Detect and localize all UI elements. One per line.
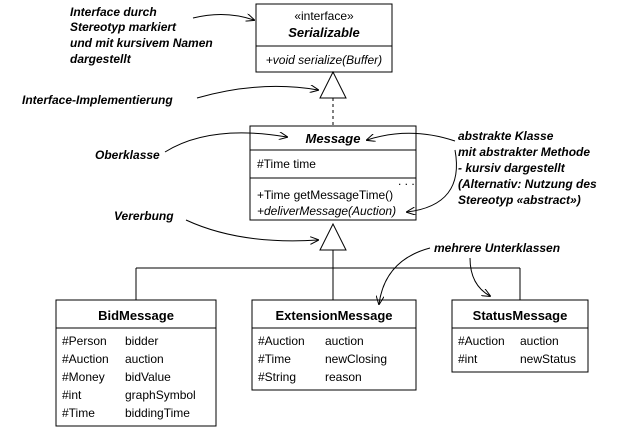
extension-message-attribute-type: #Time: [258, 352, 291, 366]
bid-message-attribute-type: #Person: [62, 334, 107, 348]
inheritance-note-arrow: [185, 219, 318, 241]
interface-note-line-3: und mit kursivem Namen: [70, 36, 213, 50]
serializable-interface-box: «interface» Serializable +void serialize…: [255, 3, 393, 73]
subclasses-note-arrow-status: [469, 257, 490, 296]
inheritance-note-text: Vererbung: [114, 209, 174, 223]
subclasses-note-arrow-extension: [379, 247, 431, 304]
status-message-class-box: StatusMessage #Auction auction #int newStat…: [451, 299, 589, 373]
abstract-note-arrow-method: [407, 149, 457, 212]
abstract-note-line-2: mit abstrakter Methode: [458, 145, 590, 159]
bid-message-attribute-name: bidValue: [125, 370, 171, 384]
abstract-note: abstrakte Klasse mit abstrakter Methode …: [367, 129, 597, 212]
interface-stereotype: «interface»: [294, 9, 354, 23]
message-attribute: #Time time: [257, 157, 316, 171]
interface-note-line-2: Stereotyp markiert: [70, 20, 177, 34]
message-ellipsis: . . .: [398, 174, 415, 188]
status-message-name: StatusMessage: [473, 308, 568, 323]
superclass-note-text: Oberklasse: [95, 148, 160, 162]
abstract-note-arrow-name: [367, 132, 456, 141]
interface-note: Interface durch Stereotyp markiert und m…: [70, 5, 254, 66]
abstract-note-line-5: Stereotyp «abstract»): [458, 193, 581, 207]
subclasses-note: mehrere Unterklassen: [379, 241, 560, 304]
superclass-note-arrow: [164, 133, 287, 153]
status-message-attribute-name: newStatus: [520, 352, 576, 366]
extension-message-attribute-name: auction: [325, 334, 364, 348]
implementation-note-text: Interface-Implementierung: [22, 93, 173, 107]
bid-message-class-box: BidMessage #Person bidder #Auction auction #…: [55, 299, 217, 427]
message-class-box: Message #Time time . . . +Time getMessag…: [249, 125, 417, 221]
inheritance-note: Vererbung: [114, 209, 318, 241]
extension-message-attribute-type: #Auction: [258, 334, 305, 348]
bid-message-attribute-type: #Auction: [62, 352, 109, 366]
implementation-note-arrow: [196, 86, 318, 99]
status-message-attribute-type: #int: [458, 352, 478, 366]
bid-message-name: BidMessage: [98, 308, 174, 323]
bid-message-attribute-type: #int: [62, 388, 82, 402]
abstract-note-line-4: (Alternativ: Nutzung des: [458, 177, 597, 191]
deliver-message-method: +deliverMessage(Auction): [257, 204, 396, 218]
abstract-note-line-3: - kursiv dargestellt: [458, 161, 566, 175]
extension-message-attribute-name: newClosing: [325, 352, 387, 366]
bid-message-attribute-name: bidder: [125, 334, 158, 348]
bid-message-attribute-type: #Money: [62, 370, 105, 384]
interface-note-line-1: Interface durch: [70, 5, 157, 19]
bid-message-attribute-name: auction: [125, 352, 164, 366]
superclass-note: Oberklasse: [95, 133, 287, 162]
bid-message-attribute-name: biddingTime: [125, 406, 190, 420]
realization-triangle: [319, 70, 347, 99]
extension-message-attribute-type: #String: [258, 370, 296, 384]
subclasses-note-text: mehrere Unterklassen: [434, 241, 560, 255]
extension-message-attribute-name: reason: [325, 370, 362, 384]
bid-message-attribute-type: #Time: [62, 406, 95, 420]
generalization-triangle: [319, 222, 347, 251]
interface-note-arrow: [192, 14, 254, 20]
status-message-attribute-name: auction: [520, 334, 559, 348]
interface-note-line-4: dargestellt: [70, 52, 132, 66]
serializable-name: Serializable: [288, 25, 360, 40]
abstract-note-line-1: abstrakte Klasse: [458, 129, 554, 143]
extension-message-name: ExtensionMessage: [275, 308, 392, 323]
extension-message-class-box: ExtensionMessage #Auction auction #Time new…: [251, 299, 417, 391]
serialize-method: +void serialize(Buffer): [266, 53, 382, 67]
implementation-note: Interface-Implementierung: [22, 86, 318, 107]
bid-message-attribute-name: graphSymbol: [125, 388, 196, 402]
message-name: Message: [306, 131, 361, 146]
get-message-time-method: +Time getMessageTime(): [257, 188, 393, 202]
status-message-attribute-type: #Auction: [458, 334, 505, 348]
